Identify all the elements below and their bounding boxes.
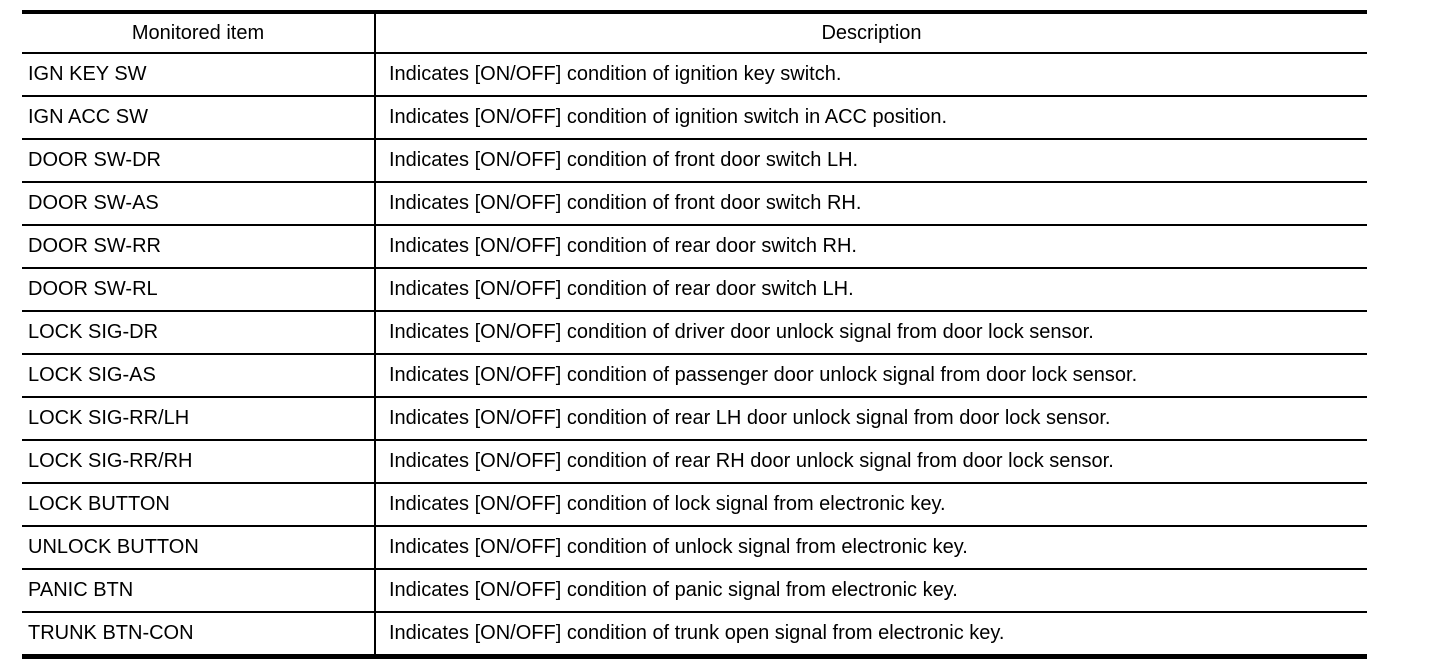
monitored-item-cell: DOOR SW-RR (22, 224, 376, 268)
table-row: IGN KEY SW Indicates [ON/OFF] condition … (22, 52, 1367, 96)
table-header-row: Monitored item Description (22, 12, 1367, 53)
description-cell: Indicates [ON/OFF] condition of rear doo… (375, 224, 1367, 268)
monitored-item-cell: UNLOCK BUTTON (22, 525, 376, 569)
table-row: LOCK SIG-AS Indicates [ON/OFF] condition… (22, 353, 1367, 397)
monitored-item-cell: LOCK SIG-AS (22, 353, 376, 397)
monitored-item-cell: LOCK SIG-RR/LH (22, 396, 376, 440)
description-cell: Indicates [ON/OFF] condition of panic si… (375, 568, 1367, 612)
table-row: DOOR SW-RR Indicates [ON/OFF] condition … (22, 224, 1367, 268)
table-row: LOCK SIG-RR/RH Indicates [ON/OFF] condit… (22, 439, 1367, 483)
monitored-item-cell: LOCK SIG-DR (22, 310, 376, 354)
monitored-item-cell: LOCK SIG-RR/RH (22, 439, 376, 483)
table-row: IGN ACC SW Indicates [ON/OFF] condition … (22, 95, 1367, 139)
table-row: TRUNK BTN-CON Indicates [ON/OFF] conditi… (22, 611, 1367, 657)
description-cell: Indicates [ON/OFF] condition of rear LH … (375, 396, 1367, 440)
monitored-item-cell: DOOR SW-DR (22, 138, 376, 182)
description-cell: Indicates [ON/OFF] condition of front do… (375, 181, 1367, 225)
description-cell: Indicates [ON/OFF] condition of front do… (375, 138, 1367, 182)
monitored-item-cell: DOOR SW-AS (22, 181, 376, 225)
column-header-monitored-item: Monitored item (22, 12, 376, 53)
table-row: PANIC BTN Indicates [ON/OFF] condition o… (22, 568, 1367, 612)
description-cell: Indicates [ON/OFF] condition of trunk op… (375, 611, 1367, 657)
table-row: LOCK SIG-DR Indicates [ON/OFF] condition… (22, 310, 1367, 354)
monitored-item-cell: PANIC BTN (22, 568, 376, 612)
description-cell: Indicates [ON/OFF] condition of driver d… (375, 310, 1367, 354)
monitored-items-table: Monitored item Description IGN KEY SW In… (22, 10, 1367, 659)
column-header-description: Description (821, 21, 922, 44)
description-cell: Indicates [ON/OFF] condition of rear doo… (375, 267, 1367, 311)
table-row: DOOR SW-AS Indicates [ON/OFF] condition … (22, 181, 1367, 225)
table-row: DOOR SW-RL Indicates [ON/OFF] condition … (22, 267, 1367, 311)
table-row: LOCK SIG-RR/LH Indicates [ON/OFF] condit… (22, 396, 1367, 440)
table-row: DOOR SW-DR Indicates [ON/OFF] condition … (22, 138, 1367, 182)
description-cell: Indicates [ON/OFF] condition of ignition… (375, 95, 1367, 139)
monitored-item-cell: TRUNK BTN-CON (22, 611, 376, 657)
description-cell: Indicates [ON/OFF] condition of passenge… (375, 353, 1367, 397)
table-row: UNLOCK BUTTON Indicates [ON/OFF] conditi… (22, 525, 1367, 569)
description-cell: Indicates [ON/OFF] condition of unlock s… (375, 525, 1367, 569)
monitored-item-cell: DOOR SW-RL (22, 267, 376, 311)
description-cell: Indicates [ON/OFF] condition of lock sig… (375, 482, 1367, 526)
description-cell: Indicates [ON/OFF] condition of ignition… (375, 52, 1367, 96)
table-row: LOCK BUTTON Indicates [ON/OFF] condition… (22, 482, 1367, 526)
description-cell: Indicates [ON/OFF] condition of rear RH … (375, 439, 1367, 483)
monitored-item-cell: IGN ACC SW (22, 95, 376, 139)
monitored-item-cell: LOCK BUTTON (22, 482, 376, 526)
monitored-item-cell: IGN KEY SW (22, 52, 376, 96)
